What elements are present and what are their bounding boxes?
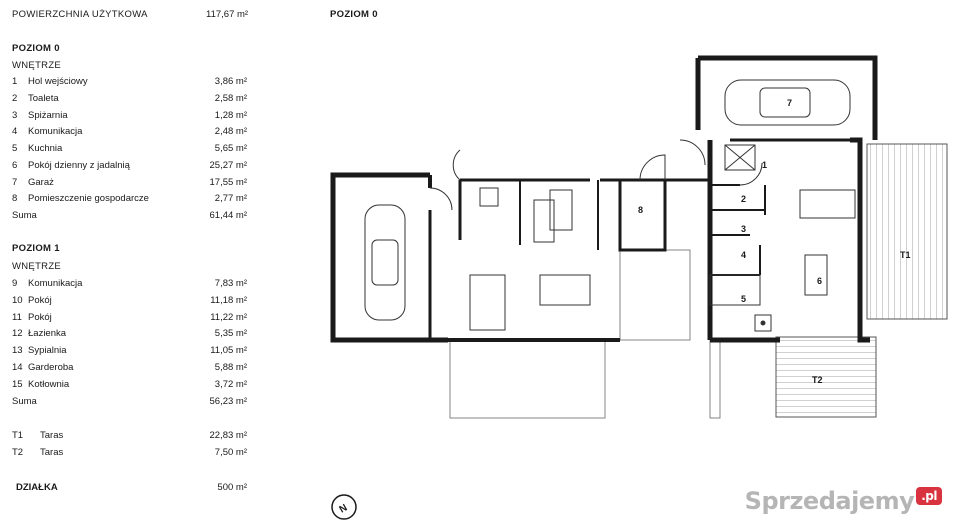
room-labels: 1 2 3 4 5 6 7 8 T1 T2 — [638, 98, 911, 385]
room-label: 5 — [741, 294, 746, 304]
room-label: 2 — [741, 194, 746, 204]
area-summary-panel: POWIERZCHNIA UŻYTKOWA 117,67 m² POZIOM 0… — [0, 0, 260, 529]
terrace-t2 — [775, 336, 877, 418]
patio-paving — [619, 249, 691, 341]
floor-plan: 1 2 3 4 5 6 7 8 T1 T2 N — [330, 55, 948, 520]
level1-subheading: WNĘTRZE — [12, 261, 62, 272]
path-paving — [709, 339, 721, 419]
car-icon — [364, 204, 406, 321]
level0-heading: POZIOM 0 — [12, 43, 60, 54]
usable-area-title: POWIERZCHNIA UŻYTKOWA — [12, 9, 148, 20]
terrace-t1 — [866, 143, 948, 320]
compass-icon: N — [331, 494, 357, 520]
car-icon — [724, 79, 851, 126]
room-label: 6 — [817, 276, 822, 286]
walls — [330, 55, 878, 343]
terrace-label: T1 — [900, 250, 911, 260]
level0-subheading: WNĘTRZE — [12, 60, 62, 71]
level1-heading: POZIOM 1 — [12, 243, 60, 254]
furniture — [469, 144, 856, 332]
room-label: 4 — [741, 250, 746, 260]
floor-plan-title: POZIOM 0 — [330, 9, 378, 20]
watermark-logo: Sprzedajemy.pl — [745, 487, 942, 515]
usable-area-value: 117,67 m² — [206, 9, 249, 20]
room-label: 8 — [638, 205, 643, 215]
door-swings — [429, 139, 763, 211]
front-paving — [449, 339, 606, 419]
terrace-label: T2 — [812, 375, 823, 385]
room-label: 1 — [762, 160, 767, 170]
room-label: 3 — [741, 224, 746, 234]
room-label: 7 — [787, 98, 792, 108]
svg-text:N: N — [338, 502, 350, 515]
